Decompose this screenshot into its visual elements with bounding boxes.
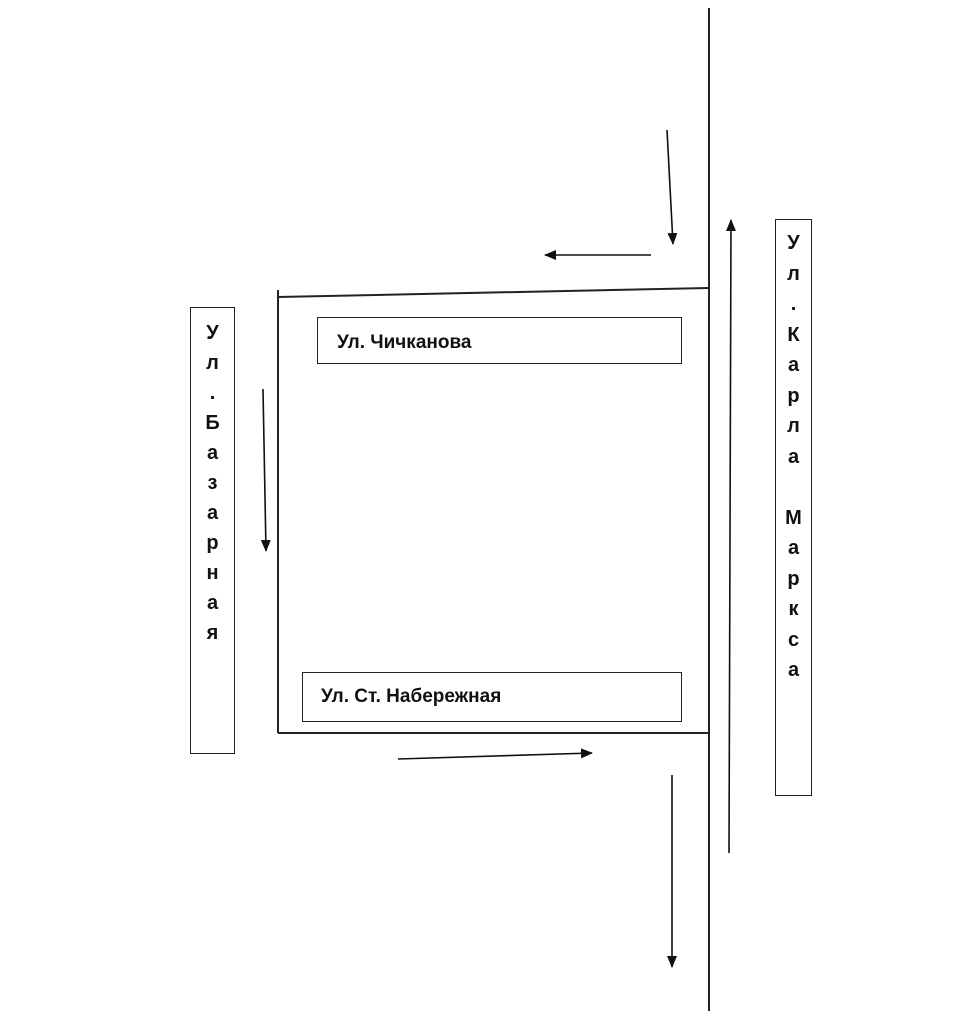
arrow-right-bottom [397,748,593,760]
block-top-edge [277,287,710,298]
street-letter: а [787,445,800,468]
street-letter: н [206,562,219,584]
street-label-chichkanova: Ул. Чичканова [317,317,682,364]
street-letter: . [790,293,797,315]
street-letter: а [787,354,800,376]
street-name-naberezhnaya: Ул. Ст. Набережная [321,686,502,707]
street-letter: л [787,262,800,285]
street-letter: а [206,592,219,614]
street-letter: М [785,506,802,529]
street-letter: К [787,323,800,346]
street-letter: р [787,384,800,407]
street-letter: а [787,659,800,681]
street-name-chichkanova: Ул. Чичканова [337,332,472,353]
street-letter: з [207,472,218,494]
street-label-marksa: У л . К а р л а М а р к с а [775,219,812,796]
street-letter: с [787,628,800,651]
street-letter: У [787,232,800,254]
arrow-down-left [260,388,271,552]
street-letter: У [206,322,219,344]
street-letter: р [206,532,219,554]
street-letter: . [209,382,216,404]
street-letter: л [787,415,800,437]
street-letter: р [787,567,800,590]
street-letter-gap [776,472,811,503]
street-letter: а [206,502,219,524]
street-letter: а [206,442,219,464]
street-letter: к [788,598,799,620]
arrow-up-right [725,219,736,854]
street-letter: Б [205,412,220,434]
street-letter: л [206,352,219,374]
street-label-naberezhnaya: Ул. Ст. Набережная [302,672,682,722]
street-label-bazarnaya: У л . Б а з а р н а я [190,307,235,754]
arrow-down-top [666,129,678,245]
street-letter: я [206,622,219,644]
street-letter: а [787,537,800,559]
